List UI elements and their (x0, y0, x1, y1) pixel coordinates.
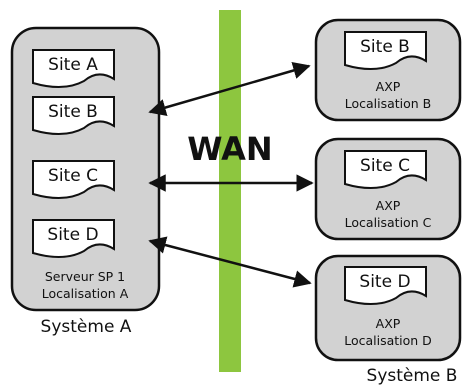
axp-server-c-location: Localisation C (345, 215, 432, 230)
axp-server-c-type: AXP (376, 198, 401, 213)
axp-server-d: Site D AXP Localisation D (314, 254, 462, 362)
axp-server-b-site-label: Site B (360, 37, 410, 57)
site-doc-b-label: Site B (48, 102, 98, 122)
system-a-server: Site A Site B Site C Site D Serveur SP 1… (10, 26, 161, 312)
axp-server-d-doc-shape (344, 266, 427, 305)
system-b-label: Système B (367, 366, 458, 386)
replication-arrow-site-b (148, 61, 311, 117)
site-doc-a: Site A (32, 49, 115, 88)
axp-server-c-site-label: Site C (360, 156, 410, 176)
site-doc-d-label: Site D (47, 225, 98, 245)
system-a-server-location: Localisation A (42, 286, 129, 301)
axp-server-b: Site B AXP Localisation B (314, 18, 462, 122)
axp-server-c-doc-shape (344, 150, 427, 189)
axp-server-b-doc-shape (344, 31, 427, 70)
wan-label: WAN (187, 130, 272, 168)
axp-server-c: Site C AXP Localisation C (314, 137, 462, 241)
system-a-server-name: Serveur SP 1 (45, 269, 125, 284)
replication-arrow-site-d (148, 236, 312, 288)
axp-server-d-location: Localisation D (344, 333, 432, 348)
site-doc-a-shape (32, 49, 115, 88)
site-doc-c-shape (32, 160, 115, 199)
site-doc-d-shape (32, 219, 115, 258)
axp-server-d-site-label: Site D (359, 272, 410, 292)
site-doc-a-label: Site A (48, 55, 98, 75)
site-doc-c: Site C (32, 160, 115, 199)
site-doc-c-label: Site C (48, 166, 98, 186)
site-doc-b-shape (32, 96, 115, 135)
site-doc-d: Site D (32, 219, 115, 258)
system-a-label: Système A (41, 317, 132, 337)
axp-server-b-location: Localisation B (345, 96, 432, 111)
wan-bar (219, 10, 241, 372)
axp-server-b-type: AXP (376, 79, 401, 94)
site-doc-b: Site B (32, 96, 115, 135)
axp-server-d-type: AXP (376, 316, 401, 331)
